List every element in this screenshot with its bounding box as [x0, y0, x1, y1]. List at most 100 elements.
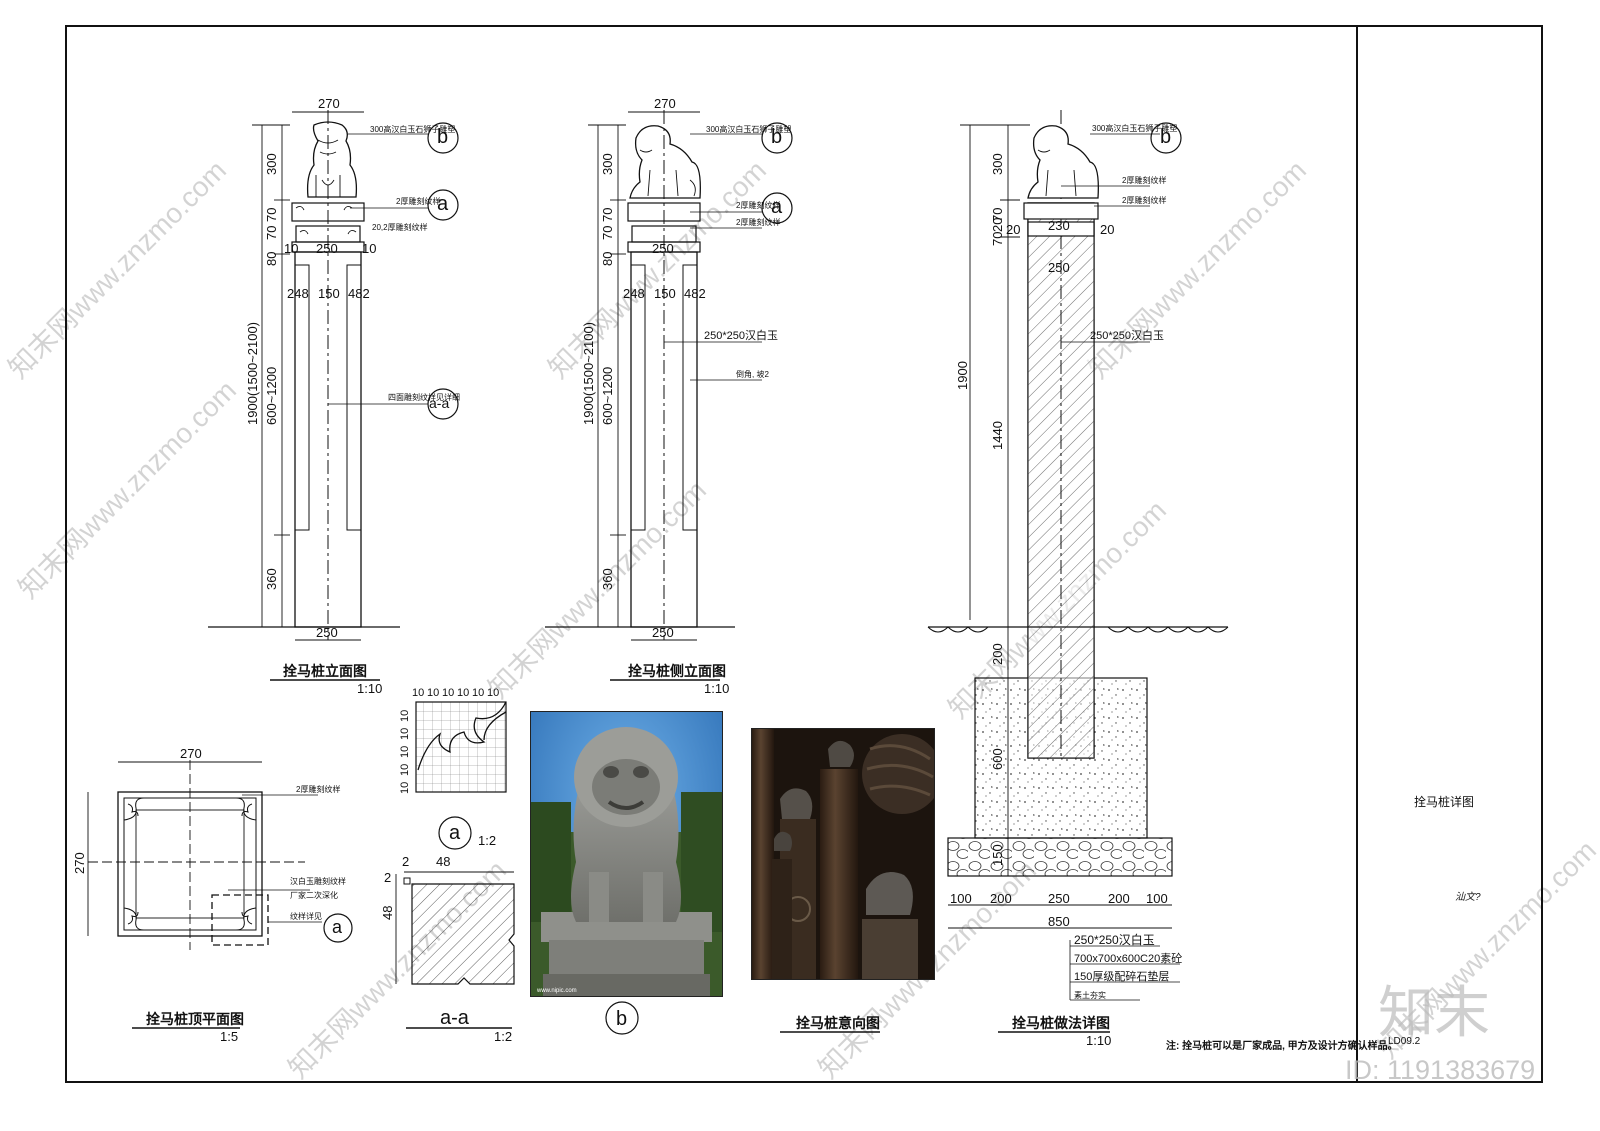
dim-80: 80 — [264, 252, 279, 266]
dim-482: 482 — [684, 286, 706, 301]
dim-230: 230 — [1048, 218, 1070, 233]
grid-label-left: 10 — [399, 782, 411, 794]
dim-250: 250 — [652, 241, 674, 256]
dim-mid-range: 600~1200 — [600, 367, 615, 425]
callout-carve: 2厚雕刻纹样 — [736, 200, 780, 210]
dim-1440: 1440 — [990, 421, 1005, 450]
watermark: 知末网www.znzmo.com — [1082, 154, 1312, 384]
grid-label-left: 10 — [399, 710, 411, 722]
dim-600: 600 — [990, 748, 1005, 770]
grid-label-top: 10 — [487, 687, 499, 699]
dim-250: 250 — [316, 241, 338, 256]
dim-200: 200 — [990, 643, 1005, 665]
symbol-a — [761, 192, 793, 224]
callout-pattern: 四面雕刻纹样见详细 — [388, 392, 460, 402]
dim-base-250: 250 — [316, 625, 338, 640]
section-title: a-a — [440, 1007, 470, 1029]
lion-photo-image: www.nipic.com — [531, 712, 722, 996]
dim-10: 10 — [284, 241, 298, 256]
grid-label-top: 10 — [457, 687, 469, 699]
symbol-aa — [427, 388, 459, 420]
dim-300: 300 — [264, 153, 279, 175]
symbol-a-detail — [438, 816, 472, 850]
dim-20: 20 — [990, 218, 1005, 232]
callout-lion: 300高汉白玉石狮子雕塑 — [1092, 123, 1177, 133]
found-post: 250*250汉白玉 — [1074, 932, 1155, 947]
front-title: 拴马桩立面图 — [283, 663, 367, 679]
grid-label-left: 10 — [399, 728, 411, 740]
dim-250: 250 — [1048, 891, 1070, 906]
symbol-aa-label: a-a — [429, 395, 449, 411]
symbol-a — [323, 913, 353, 943]
dim-1900: 1900 — [955, 361, 970, 390]
top-scale: 1:5 — [220, 1029, 238, 1044]
found-concrete: 700x700x600C20素砼 — [1074, 952, 1182, 965]
front-elevation: 270 300 70 70 80 10 250 10 248 150 482 1… — [208, 96, 460, 696]
dim-150: 150 — [318, 286, 340, 301]
id-label: ID: 1191383679 — [1345, 1055, 1535, 1085]
dim-total-height: 1900(1500~2100) — [581, 322, 596, 425]
brand-logo: 知末 — [1378, 981, 1490, 1044]
side-elevation: 270 300 70 70 80 250 248 150 482 1900(15… — [545, 96, 793, 696]
dim-150: 150 — [654, 286, 676, 301]
reference-photo — [751, 728, 935, 980]
lion-photo: www.nipic.com — [530, 711, 723, 997]
symbol-b-photo — [605, 1001, 639, 1035]
top-note-1: 汉白玉雕刻纹样 — [290, 876, 346, 886]
top-plan: 270 270 2厚雕刻纹样 汉白玉雕刻纹样 厂家二次深化 纹样详见 a 拴马桩… — [72, 746, 353, 1044]
callout-carve20: 20,2厚雕刻纹样 — [372, 222, 428, 232]
dim-360: 360 — [264, 568, 279, 590]
side-title: 拴马桩侧立面图 — [628, 663, 726, 679]
top-note-2: 厂家二次深化 — [290, 890, 338, 900]
dim-300: 300 — [600, 153, 615, 175]
detail-scale: 1:10 — [1086, 1033, 1111, 1048]
dim-200: 200 — [990, 891, 1012, 906]
dim-2: 2 — [384, 870, 391, 885]
lion-photo-label: b — [616, 1008, 627, 1030]
dim-80: 80 — [600, 252, 615, 266]
callout-post: 250*250汉白玉 — [704, 328, 778, 342]
front-scale: 1:10 — [357, 681, 382, 696]
dim-width-270: 270 — [180, 746, 202, 761]
watermark: 知末网www.znzmo.com — [2, 154, 232, 384]
symbol-a-label: a — [332, 917, 343, 937]
grid-label-left: 10 — [399, 746, 411, 758]
dim-10: 10 — [362, 241, 376, 256]
top-title: 拴马桩顶平面图 — [146, 1011, 244, 1027]
found-gravel: 150厚级配碎石垫层 — [1074, 969, 1169, 983]
callout-carve: 2厚雕刻纹样 — [296, 784, 340, 794]
title-block-name: 拴马桩详图 — [1414, 794, 1474, 809]
callout-carve: 2厚雕刻纹样 — [736, 217, 780, 227]
callout-post: 250*250汉白玉 — [1090, 328, 1164, 342]
symbol-b — [427, 122, 459, 154]
symbol-b — [1150, 122, 1182, 154]
dim-2: 2 — [402, 854, 409, 869]
symbol-a-label: a — [771, 196, 783, 218]
dim-360: 360 — [600, 568, 615, 590]
section-scale: 1:2 — [494, 1029, 512, 1044]
dim-70: 70 — [990, 208, 1005, 222]
svg-text:www.nipic.com: www.nipic.com — [536, 988, 577, 994]
watermark: 知末网www.znzmo.com — [542, 154, 772, 384]
callout-chamfer: 倒角, 坡2 — [736, 369, 769, 379]
dim-total-height: 1900(1500~2100) — [245, 322, 260, 425]
dim-70: 70 — [600, 226, 615, 240]
dim-70: 70 — [264, 226, 279, 240]
grid-label-top: 10 — [472, 687, 484, 699]
callout-carve: 2厚雕刻纹样 — [396, 196, 440, 206]
sheet-border — [65, 25, 1543, 1083]
dim-base-250: 250 — [652, 625, 674, 640]
callout-lion: 300高汉白玉石狮子雕塑 — [706, 124, 791, 134]
section-aa: 2 48 2 48 a-a 1:2 — [380, 854, 515, 1044]
symbol-b-label: b — [1160, 126, 1171, 148]
grid-label-left: 10 — [399, 764, 411, 776]
dim-width-270: 270 — [318, 96, 340, 111]
symbol-b — [761, 122, 793, 154]
reference-photo-image — [752, 729, 934, 979]
grid-label-top: 10 — [412, 687, 424, 699]
symbol-b-label: b — [771, 126, 782, 148]
dim-248: 248 — [287, 286, 309, 301]
watermark: 知末网www.znzmo.com — [12, 374, 242, 604]
dim-100: 100 — [1146, 891, 1168, 906]
dim-48: 48 — [436, 854, 450, 869]
